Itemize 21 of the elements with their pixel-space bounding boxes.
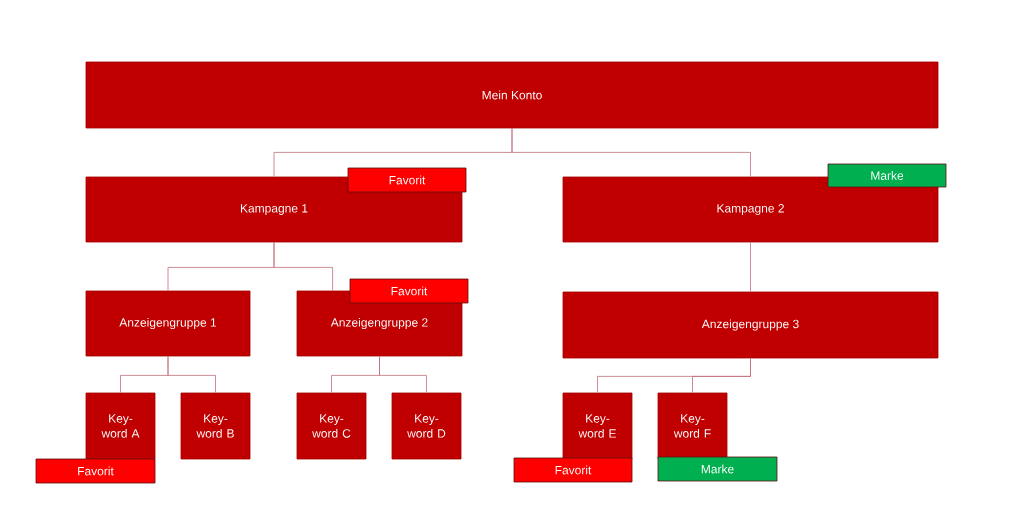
keyword-box: Key- word C xyxy=(296,392,367,460)
connector-line xyxy=(379,356,427,393)
keyword-box: Key- word E xyxy=(562,392,633,460)
keyword-box: Key- word B xyxy=(180,392,251,460)
keyword-box: Key- word F xyxy=(657,392,728,460)
tag-label: Favorit xyxy=(513,457,633,483)
connector-line xyxy=(273,242,333,291)
connector-line xyxy=(692,358,751,393)
connector-line xyxy=(167,356,216,393)
tag-label: Favorit xyxy=(35,458,156,484)
tag-label: Marke xyxy=(657,456,778,482)
process-box: Anzeigengruppe 1 xyxy=(85,290,251,357)
tag-label: Marke xyxy=(827,163,947,188)
keyword-box: Key- word A xyxy=(85,392,156,460)
connector-line xyxy=(750,242,751,292)
process-box: Anzeigengruppe 3 xyxy=(562,291,939,359)
process-box: Mein Konto xyxy=(85,61,939,129)
connector-line xyxy=(511,128,751,177)
keyword-box: Key- word D xyxy=(391,392,462,460)
tag-label: Favorit xyxy=(347,167,467,193)
tag-label: Favorit xyxy=(349,278,469,304)
